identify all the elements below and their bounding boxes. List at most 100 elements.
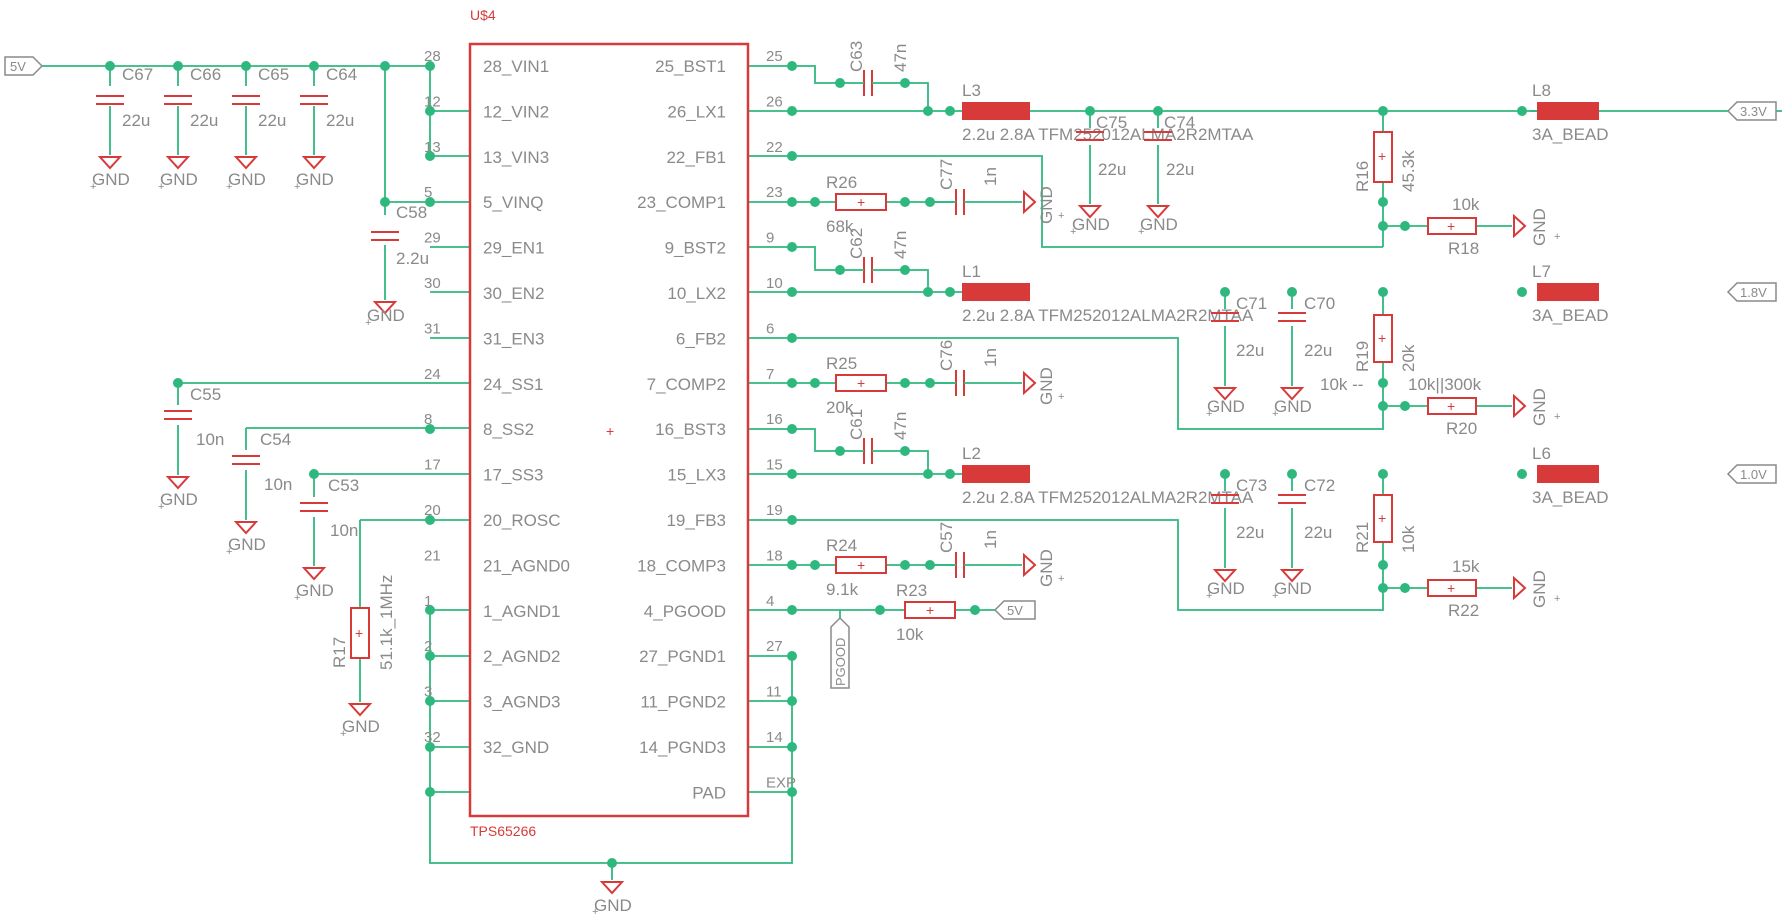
r24-value: 9.1k <box>826 580 859 599</box>
ic-pin-number: 32 <box>424 729 441 746</box>
ic-pin-number: 6 <box>766 320 774 337</box>
ic-pin-number: 24 <box>424 366 441 383</box>
inductors: L3 2.2u 2.8A TFM252012ALMA2R2MTAA L1 2.2… <box>962 81 1254 507</box>
port-1v0[interactable]: 1.0V <box>1726 464 1777 484</box>
ic-pin-number: 15 <box>766 457 783 474</box>
svg-text:+: + <box>355 625 363 641</box>
cap-c53-value: 10n <box>330 521 358 540</box>
c71-value: 22u <box>1236 341 1264 360</box>
svg-text:GND: GND <box>160 490 198 509</box>
svg-text:+: + <box>1447 218 1455 234</box>
resistor-r24: + R24 9.1k <box>826 536 887 599</box>
ic-pin-name: 28_VIN1 <box>483 57 549 76</box>
gnd-symbol: GND <box>367 301 405 325</box>
svg-text:GND: GND <box>1274 397 1312 416</box>
cap-c63: C63 47n <box>847 41 910 96</box>
feedback-dividers: + R16 45.3k + 10k R18 + R19 20k + 10k --… <box>1320 131 1482 620</box>
port-pgood-5v[interactable]: 5V <box>993 600 1036 620</box>
ic-pin-name: 32_GND <box>483 738 549 757</box>
cap-c61-ref: C61 <box>847 409 866 440</box>
r26-value: 68k <box>826 217 854 236</box>
ic-pin-number: 4 <box>766 593 774 610</box>
cap-c77: C77 1n <box>930 159 1000 215</box>
svg-text:+: + <box>1272 408 1278 420</box>
ic-pin-name: 15_LX3 <box>667 466 726 485</box>
port-pgood[interactable]: PGOOD <box>830 616 850 689</box>
svg-text:+: + <box>294 592 300 604</box>
resistor-r25: + R25 20k <box>826 354 887 417</box>
svg-text:+: + <box>857 557 865 573</box>
ic-pin-number: 14 <box>766 729 783 746</box>
svg-text:GND: GND <box>92 170 130 189</box>
ic-pin-number: 27 <box>766 638 783 655</box>
port-pgood-5v-label: 5V <box>1007 603 1023 618</box>
r20-ref: R20 <box>1446 419 1477 438</box>
svg-text:+: + <box>1378 510 1386 526</box>
ic-pin-number: EXP <box>766 774 796 791</box>
r20-note: 10k -- <box>1320 375 1363 394</box>
ic-pin-number: 5 <box>424 184 432 201</box>
cap-c62: C62 47n <box>847 228 910 283</box>
ic-pin-name: 9_BST2 <box>665 239 726 258</box>
ic-pin-name: 6_FB2 <box>676 329 726 348</box>
gnd-symbol: GND <box>1513 388 1549 426</box>
port-3v3[interactable]: 3.3V <box>1726 101 1777 121</box>
vin-port[interactable]: 5V <box>4 56 44 76</box>
ic-pin-number: 10 <box>766 275 783 292</box>
c73-ref: C73 <box>1236 476 1267 495</box>
cap-c57: C57 1n <box>930 522 1000 578</box>
r23-ref: R23 <box>896 581 927 600</box>
ic-pin-6: 6 6_FB2 <box>676 320 774 348</box>
c70-value: 22u <box>1304 341 1332 360</box>
r16-value: 45.3k <box>1399 150 1418 192</box>
ic-pin-name: 27_PGND1 <box>639 647 726 666</box>
cap-c66-value: 22u <box>190 111 218 130</box>
resistor-r17: + R17 51.1k_1MHz <box>330 575 396 670</box>
l2-ref: L2 <box>962 444 981 463</box>
gnd-symbol: GND <box>1023 549 1056 587</box>
resistor-r21: + R21 10k <box>1353 494 1418 553</box>
cap-c74: C74 22u <box>1144 113 1195 179</box>
svg-text:+: + <box>90 181 96 193</box>
ic-pin-name: 20_ROSC <box>483 511 560 530</box>
ic-pin-8: 88_SS2 <box>424 411 534 439</box>
r18-ref: R18 <box>1448 239 1479 258</box>
port-1v8[interactable]: 1.8V <box>1726 282 1777 302</box>
svg-text:+: + <box>226 546 232 558</box>
softstart-capacitors: C55 10n C54 10n C53 10n <box>164 385 359 540</box>
cap-c55: C55 10n <box>164 385 224 449</box>
inductor-l1: L1 2.2u 2.8A TFM252012ALMA2R2MTAA <box>962 262 1254 325</box>
ic-pin-name: 7_COMP2 <box>647 375 726 394</box>
ic-pin-7: 77_COMP2 <box>647 366 775 394</box>
ic-pin-number: 3 <box>424 684 432 701</box>
ic-pin-number: 2 <box>424 638 432 655</box>
ic-pin-2: 22_AGND2 <box>424 638 560 666</box>
r21-value: 10k <box>1399 525 1418 553</box>
ic-pin-name: 10_LX2 <box>667 284 726 303</box>
origin-crosses: ++++ ++++ ++ ++ ++ ++ +++ +++ <box>90 181 1560 915</box>
svg-text:+: + <box>1206 408 1212 420</box>
ic-pin-name: 8_SS2 <box>483 420 534 439</box>
cap-c65-value: 22u <box>258 111 286 130</box>
gnd-symbol: GND <box>1207 387 1245 416</box>
inductor-l2: L2 2.2u 2.8A TFM252012ALMA2R2MTAA <box>962 444 1254 507</box>
ic-pin-name: 11_PGND2 <box>640 693 726 712</box>
ic-pin-name: 19_FB3 <box>666 511 726 530</box>
ic-pin-name: 12_VIN2 <box>483 102 549 121</box>
cap-c76-ref: C76 <box>937 340 956 371</box>
gnd-symbol: GND <box>1207 569 1245 598</box>
svg-text:+: + <box>592 906 598 915</box>
gnd-symbol: GND <box>92 156 130 189</box>
ic-pin-number: 29 <box>424 230 441 247</box>
cap-c77-ref: C77 <box>937 159 956 190</box>
svg-text:GND: GND <box>342 717 380 736</box>
ic-pin-name: 5_VINQ <box>483 193 543 212</box>
cap-c55-value: 10n <box>196 430 224 449</box>
r17-ref: R17 <box>330 637 349 668</box>
